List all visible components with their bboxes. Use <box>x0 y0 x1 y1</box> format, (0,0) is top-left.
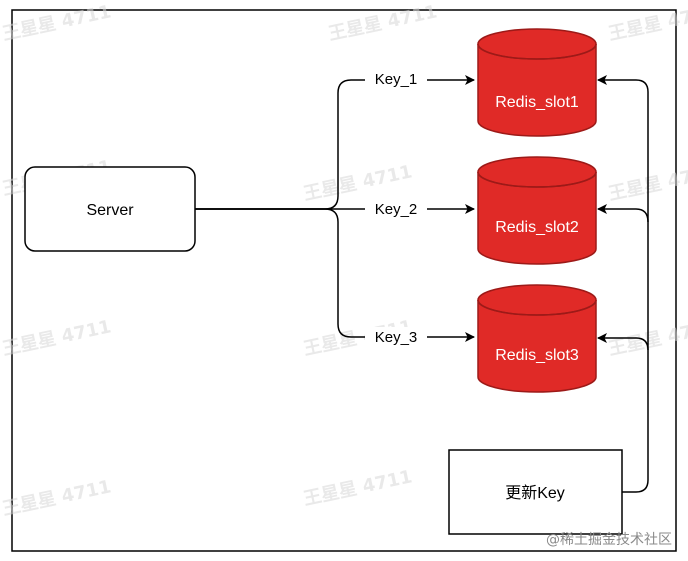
edge-update-slot3 <box>597 333 649 351</box>
key1-label: Key_1 <box>375 71 418 88</box>
edge-update-slot2 <box>597 204 649 223</box>
key3-label: Key_3 <box>375 329 418 346</box>
edge-server-slot3 <box>195 208 475 342</box>
watermark-text: 王星星 4711 <box>302 161 414 204</box>
redis-slot3-node: Redis_slot3 <box>477 284 597 393</box>
update-key-label: 更新Key <box>505 484 565 502</box>
cylinder-rim <box>477 299 597 316</box>
key2-label: Key_2 <box>375 201 418 218</box>
cylinder-body <box>477 172 597 265</box>
redis-slot2-node: Redis_slot2 <box>477 156 597 265</box>
redis-slot2-label: Redis_slot2 <box>495 219 579 236</box>
edge-labels: Key_1 Key_2 Key_3 <box>365 69 427 347</box>
key1-label-bg <box>365 69 427 89</box>
key3-label-bg <box>365 327 427 347</box>
redis-slot1-node: Redis_slot1 <box>477 28 597 137</box>
watermark-text: 王星星 4711 <box>1 476 113 519</box>
edge-server-slot1 <box>195 75 475 210</box>
credit-text: @稀土掘金技术社区 <box>546 532 672 548</box>
redis-slot3-label: Redis_slot3 <box>495 347 579 364</box>
update-connectors <box>597 75 649 493</box>
watermark-text: 王星星 4711 <box>1 316 113 359</box>
edge-update-slot1 <box>597 75 649 493</box>
cylinder-rim <box>477 43 597 60</box>
key2-label-bg <box>365 199 427 219</box>
watermark-text: 王星星 4711 <box>302 466 414 509</box>
server-node: Server <box>24 166 196 252</box>
redis-slot1-label: Redis_slot1 <box>495 94 579 111</box>
watermark-text: 王星星 4711 <box>327 1 439 44</box>
server-box <box>24 166 196 252</box>
cylinder-rim <box>477 171 597 188</box>
outer-frame <box>11 9 677 552</box>
server-label: Server <box>86 202 134 219</box>
update-key-node: 更新Key <box>448 449 623 535</box>
cylinder-body <box>477 44 597 137</box>
watermark-text: 王星星 4711 <box>1 1 113 44</box>
cylinder-body <box>477 300 597 393</box>
update-key-box <box>448 449 623 535</box>
server-connectors <box>195 75 475 342</box>
